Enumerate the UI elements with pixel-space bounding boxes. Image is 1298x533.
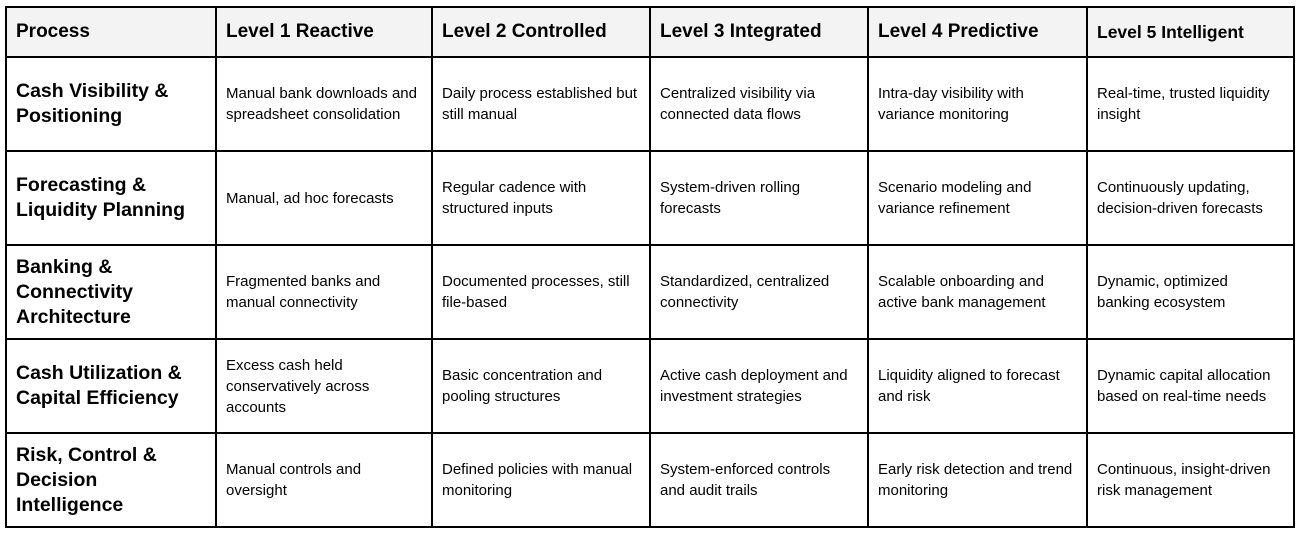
- level-1-cell: Fragmented banks and manual connectivity: [215, 244, 433, 340]
- header-level-3: Level 3 Integrated: [649, 6, 869, 58]
- header-level-1: Level 1 Reactive: [215, 6, 433, 58]
- level-5-cell: Real-time, trusted liquidity insight: [1086, 56, 1295, 152]
- level-4-cell: Intra-day visibility with variance monit…: [867, 56, 1088, 152]
- process-name: Banking & Connectivity Architecture: [5, 244, 217, 340]
- table-row: Risk, Control & Decision Intelligence Ma…: [5, 432, 1295, 528]
- table-header: Process Level 1 Reactive Level 2 Control…: [5, 6, 1295, 58]
- process-name: Risk, Control & Decision Intelligence: [5, 432, 217, 528]
- header-level-2: Level 2 Controlled: [431, 6, 651, 58]
- level-2-cell: Daily process established but still manu…: [431, 56, 651, 152]
- level-5-cell: Dynamic capital allocation based on real…: [1086, 338, 1295, 434]
- header-level-5: Level 5 Intelligent: [1086, 6, 1295, 58]
- process-name: Cash Utilization & Capital Efficiency: [5, 338, 217, 434]
- level-3-cell: Active cash deployment and investment st…: [649, 338, 869, 434]
- level-4-cell: Liquidity aligned to forecast and risk: [867, 338, 1088, 434]
- level-3-cell: System-enforced controls and audit trail…: [649, 432, 869, 528]
- level-2-cell: Defined policies with manual monitoring: [431, 432, 651, 528]
- table-row: Cash Visibility & Positioning Manual ban…: [5, 56, 1295, 152]
- level-1-cell: Excess cash held conservatively across a…: [215, 338, 433, 434]
- table-row: Forecasting & Liquidity Planning Manual,…: [5, 150, 1295, 246]
- table-row: Banking & Connectivity Architecture Frag…: [5, 244, 1295, 340]
- level-2-cell: Basic concentration and pooling structur…: [431, 338, 651, 434]
- level-5-cell: Dynamic, optimized banking ecosystem: [1086, 244, 1295, 340]
- level-1-cell: Manual bank downloads and spreadsheet co…: [215, 56, 433, 152]
- level-1-cell: Manual, ad hoc forecasts: [215, 150, 433, 246]
- level-4-cell: Early risk detection and trend monitorin…: [867, 432, 1088, 528]
- level-5-cell: Continuous, insight-driven risk manageme…: [1086, 432, 1295, 528]
- header-row: Process Level 1 Reactive Level 2 Control…: [5, 6, 1295, 58]
- table-row: Cash Utilization & Capital Efficiency Ex…: [5, 338, 1295, 434]
- header-process: Process: [5, 6, 217, 58]
- table-body: Cash Visibility & Positioning Manual ban…: [5, 56, 1295, 528]
- level-1-cell: Manual controls and oversight: [215, 432, 433, 528]
- level-3-cell: System-driven rolling forecasts: [649, 150, 869, 246]
- process-name: Forecasting & Liquidity Planning: [5, 150, 217, 246]
- level-3-cell: Standardized, centralized connectivity: [649, 244, 869, 340]
- level-4-cell: Scenario modeling and variance refinemen…: [867, 150, 1088, 246]
- level-2-cell: Documented processes, still file-based: [431, 244, 651, 340]
- header-level-4: Level 4 Predictive: [867, 6, 1088, 58]
- level-5-cell: Continuously updating, decision-driven f…: [1086, 150, 1295, 246]
- level-4-cell: Scalable onboarding and active bank mana…: [867, 244, 1088, 340]
- maturity-model-table: Process Level 1 Reactive Level 2 Control…: [5, 6, 1295, 528]
- process-name: Cash Visibility & Positioning: [5, 56, 217, 152]
- level-3-cell: Centralized visibility via connected dat…: [649, 56, 869, 152]
- level-2-cell: Regular cadence with structured inputs: [431, 150, 651, 246]
